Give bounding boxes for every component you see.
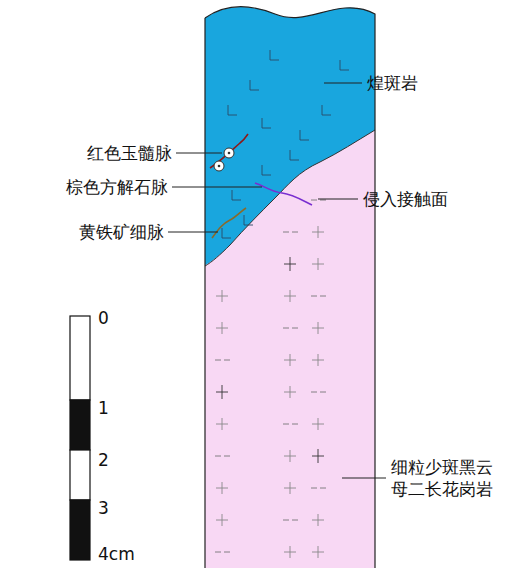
rock-name: 细粒少斑黑云母二长花岗岩 <box>391 456 493 500</box>
rock-name: 煌斑岩 <box>367 72 418 94</box>
contact-name: 侵入接触面 <box>363 188 448 210</box>
scale-bar <box>70 316 90 560</box>
core-outline <box>205 7 375 568</box>
scale-number: 1 <box>98 397 109 419</box>
granite-fill <box>200 0 380 572</box>
scale-number: 0 <box>98 307 109 329</box>
lamprophyre-fill <box>200 0 380 268</box>
scale-number: 2 <box>98 449 109 471</box>
calcite-vein <box>255 183 312 205</box>
vein-name: 红色玉髓脉 <box>87 142 172 164</box>
contact-line <box>205 130 375 266</box>
rock-texture <box>215 50 349 558</box>
scale-number: 3 <box>98 497 109 519</box>
vein-name: 黄铁矿细脉 <box>79 221 164 243</box>
leader-lines <box>168 83 386 478</box>
pyrite-vein <box>212 208 246 238</box>
scale-number: 4cm <box>98 543 135 565</box>
vein-name: 棕色方解石脉 <box>66 176 168 198</box>
